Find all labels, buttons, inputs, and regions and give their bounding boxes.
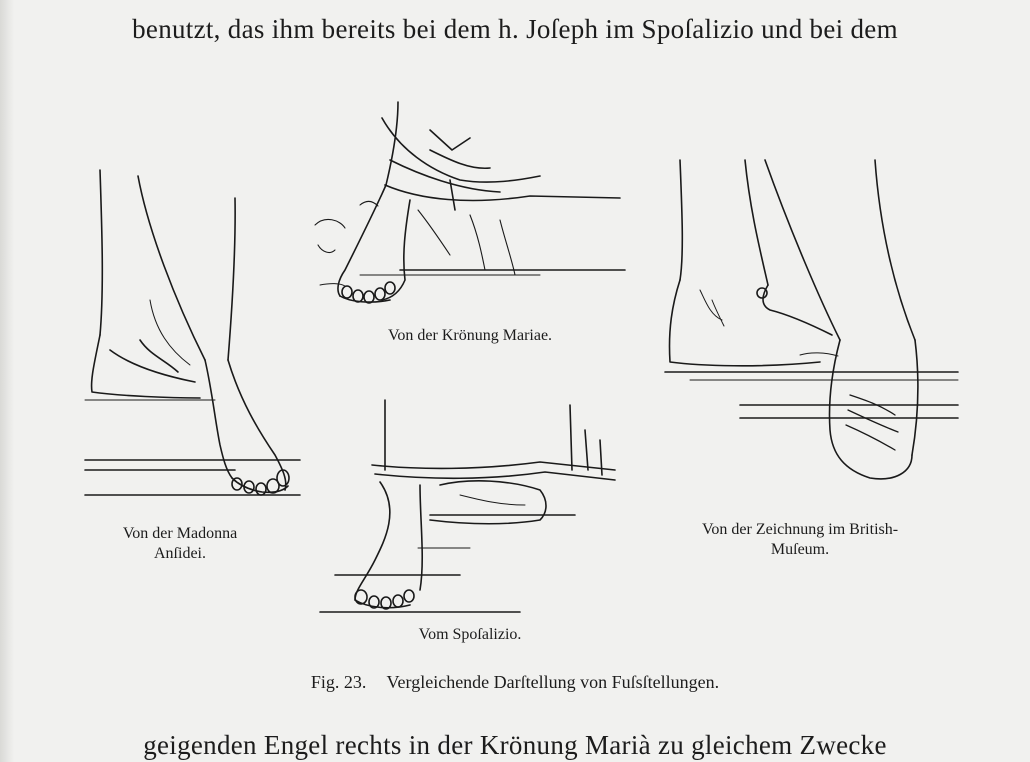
caption-sposalizio: Vom Spoſalizio. (380, 625, 560, 645)
sketch-kroenung-mariae (315, 102, 625, 303)
caption-madonna-ansidei-line-2: Anſidei. (100, 544, 260, 564)
figure-number: Fig. 23. (311, 672, 367, 692)
caption-kroenung-mariae: Von der Krönung Mariae. (330, 326, 610, 346)
caption-british-museum: Von der Zeichnung im British- Muſeum. (640, 520, 960, 560)
caption-kroenung-mariae-text: Von der Krönung Mariae. (330, 326, 610, 346)
figure-caption-text: Vergleichende Darſtellung von Fuſsſtellu… (387, 672, 720, 692)
sketch-british-museum (665, 160, 958, 479)
caption-sposalizio-text: Vom Spoſalizio. (380, 625, 560, 645)
caption-madonna-ansidei-line-1: Von der Madonna (100, 524, 260, 544)
body-text-line-bottom: geigenden Engel rechts in der Krönung Ma… (0, 730, 1030, 761)
sketch-madonna-ansidei (85, 170, 300, 495)
caption-british-museum-line-1: Von der Zeichnung im British- (640, 520, 960, 540)
figure-caption: Fig. 23. Vergleichende Darſtellung von F… (0, 672, 1030, 693)
caption-british-museum-line-2: Muſeum. (640, 540, 960, 560)
caption-madonna-ansidei: Von der Madonna Anſidei. (100, 524, 260, 564)
sketch-sposalizio (320, 400, 615, 612)
